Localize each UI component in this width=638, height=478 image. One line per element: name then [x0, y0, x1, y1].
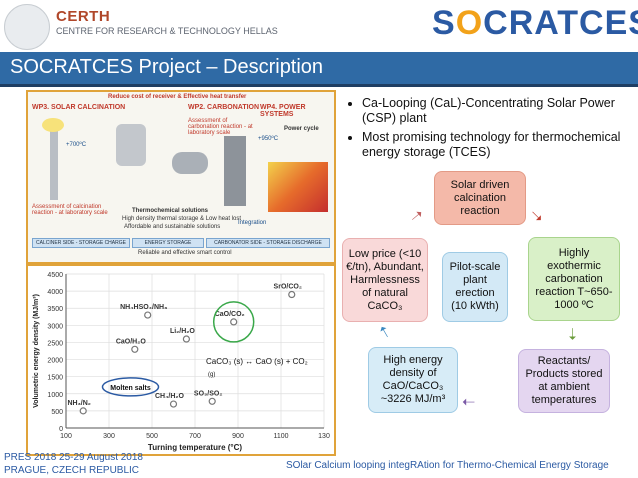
- cao-co2-highlight: [212, 301, 255, 343]
- cycle-pilot-plant: Pilot-scale plant erection (10 kWth): [442, 252, 508, 322]
- title-divider: [0, 84, 638, 87]
- bullet-list: Ca-Looping (CaL)-Concentrating Solar Pow…: [344, 96, 634, 164]
- y-tick-label: 1000: [47, 392, 63, 399]
- bar-carbonator: CARBONATOR SIDE - STORAGE DISCHARGE: [206, 238, 330, 248]
- temp-power: +950ºC: [258, 136, 279, 142]
- cycle-solar-calcination: Solar driven calcination reaction: [434, 171, 526, 225]
- point-label: CH₄/H₂O: [155, 393, 185, 400]
- point-label: NH₄HSO₄/NH₃: [120, 304, 167, 311]
- arrow-solar-to-highly-icon: ➝: [525, 205, 548, 228]
- y-tick-label: 500: [51, 409, 63, 416]
- assess-carbonation: Assessment of carbonation reaction - at …: [188, 118, 253, 136]
- arrow-highly-to-reactants-icon: ➝: [563, 327, 581, 341]
- cycle-ambient-storage: Reactants/ Products stored at ambient te…: [518, 349, 610, 413]
- power-cycle-heatmap: [268, 162, 328, 212]
- y-axis-label: Volumetric energy density (MJ/m³): [33, 294, 40, 408]
- footer-conference: PRES 2018 25-29 August 2018: [4, 452, 143, 463]
- temp-solar: +700ºC: [66, 142, 87, 148]
- org-subtitle: CENTRE FOR RESEARCH & TECHNOLOGY HELLAS: [56, 26, 278, 36]
- y-tick-label: 3500: [47, 306, 63, 313]
- cycle-low-price: Low price (<10 €/tn), Abundant, Harmless…: [342, 238, 428, 322]
- bullet-cal-csp: Ca-Looping (CaL)-Concentrating Solar Pow…: [362, 96, 634, 126]
- storage-tank: [172, 152, 208, 174]
- logo-letters: CRATCES: [483, 4, 638, 42]
- y-tick-label: 2500: [47, 340, 63, 347]
- x-tick-label: 900: [232, 433, 244, 440]
- energy-density-chart: 0 500 1000 1500 2000 2500 3000 3500 4000 4500 100 3…: [26, 264, 336, 456]
- data-point: [169, 400, 178, 408]
- diagram-top-note: Reduce cost of receiver & Effective heat…: [108, 94, 247, 100]
- data-point: [288, 290, 296, 299]
- logo-letter-s: S: [432, 4, 456, 42]
- point-label: Molten salts: [110, 385, 151, 392]
- power-cycle-label: Power cycle: [284, 126, 319, 132]
- data-point: [144, 311, 152, 319]
- org-name: CERTH: [56, 8, 111, 25]
- x-axis-label: Turning temperature (°C): [148, 443, 243, 452]
- wp2-label: WP2. CARBONATION: [188, 104, 260, 111]
- assess-calcination: Assessment of calcination reaction - at …: [32, 204, 108, 216]
- cycle-high-energy-density: High energy density of CaO/CaCO₃ ~3226 M…: [368, 347, 458, 413]
- bar-energy-storage: ENERGY STORAGE: [132, 238, 204, 248]
- arrow-high-to-low-icon: ➝: [374, 321, 396, 342]
- y-tick-label: 4000: [47, 289, 63, 296]
- certh-logo: [4, 4, 50, 50]
- x-tick-label: 700: [189, 433, 201, 440]
- socratces-logo: SOCRATCES: [432, 4, 638, 43]
- x-tick-label: 100: [60, 433, 72, 440]
- cycle-exothermic-carbonation: Highly exothermic carbonation reaction T…: [528, 237, 620, 321]
- affordable-note: Affordable and sustainable solutions: [124, 224, 221, 230]
- point-label: CaO/CO₂: [215, 311, 245, 318]
- logo-sun-o: O: [455, 4, 484, 42]
- arrow-low-to-solar-icon: ➝: [406, 205, 428, 228]
- integration-label: Integration: [238, 220, 267, 226]
- y-tick-label: 1500: [47, 375, 63, 382]
- y-tick-label: 4500: [47, 272, 63, 279]
- point-label: NH₃/N₂: [67, 400, 90, 407]
- title-bar: [0, 52, 638, 84]
- page-title: SOCRATCES Project – Description: [10, 56, 324, 78]
- point-label: CaO/H₂O: [116, 338, 147, 345]
- point-label: SO₃/SO₂: [194, 390, 223, 397]
- bar-calciner: CALCINER SIDE - STORAGE CHARGE: [32, 238, 130, 248]
- arrow-reactants-to-high-icon: ➝: [462, 393, 476, 410]
- data-point: [182, 335, 190, 343]
- data-point: [230, 318, 238, 326]
- wp4-label: WP4. POWER SYSTEMS: [260, 104, 306, 118]
- reaction-equation: CaCO₃ (s) ↔ CaO (s) + CO₂: [206, 357, 308, 366]
- solar-tower: [50, 120, 58, 200]
- x-tick-label: 500: [146, 433, 158, 440]
- carbonator-vessel: [224, 136, 246, 206]
- point-label: Li₂/H₂O: [170, 328, 195, 335]
- x-tick-label: 130: [318, 433, 330, 440]
- wp3-label: WP3. SOLAR CALCINATION: [32, 104, 126, 111]
- molten-salts-outline: [101, 377, 160, 397]
- y-tick-label: 2000: [47, 358, 63, 365]
- chart-svg: 0 500 1000 1500 2000 2500 3000 3500 4000 4500 100 3…: [33, 272, 330, 452]
- footer-project-name: SOlar Calcium looping integRAtion for Th…: [286, 460, 609, 471]
- thermo-sub: High density thermal storage & Low heat …: [122, 216, 242, 222]
- thermo-solutions: Thermochemical solutions: [132, 208, 209, 214]
- x-tick-label: 1100: [273, 433, 288, 440]
- footer-location: PRAGUE, CZECH REPUBLIC: [4, 465, 140, 476]
- reaction-gas-state: (g): [208, 372, 215, 378]
- data-point: [79, 407, 87, 415]
- calciner-vessel: [116, 124, 146, 166]
- sun-icon: [42, 118, 64, 132]
- data-point: [208, 397, 216, 405]
- data-point: [131, 345, 139, 353]
- point-label: SrO/CO₂: [274, 284, 302, 291]
- y-tick-label: 3000: [47, 323, 63, 330]
- y-tick-label: 0: [59, 426, 63, 433]
- diagram-bottom-note: Reliable and effective smart control: [138, 250, 232, 256]
- x-tick-label: 300: [103, 433, 115, 440]
- bullet-tces: Most promising technology for thermochem…: [362, 130, 634, 160]
- project-diagram: Reduce cost of receiver & Effective heat…: [26, 90, 336, 264]
